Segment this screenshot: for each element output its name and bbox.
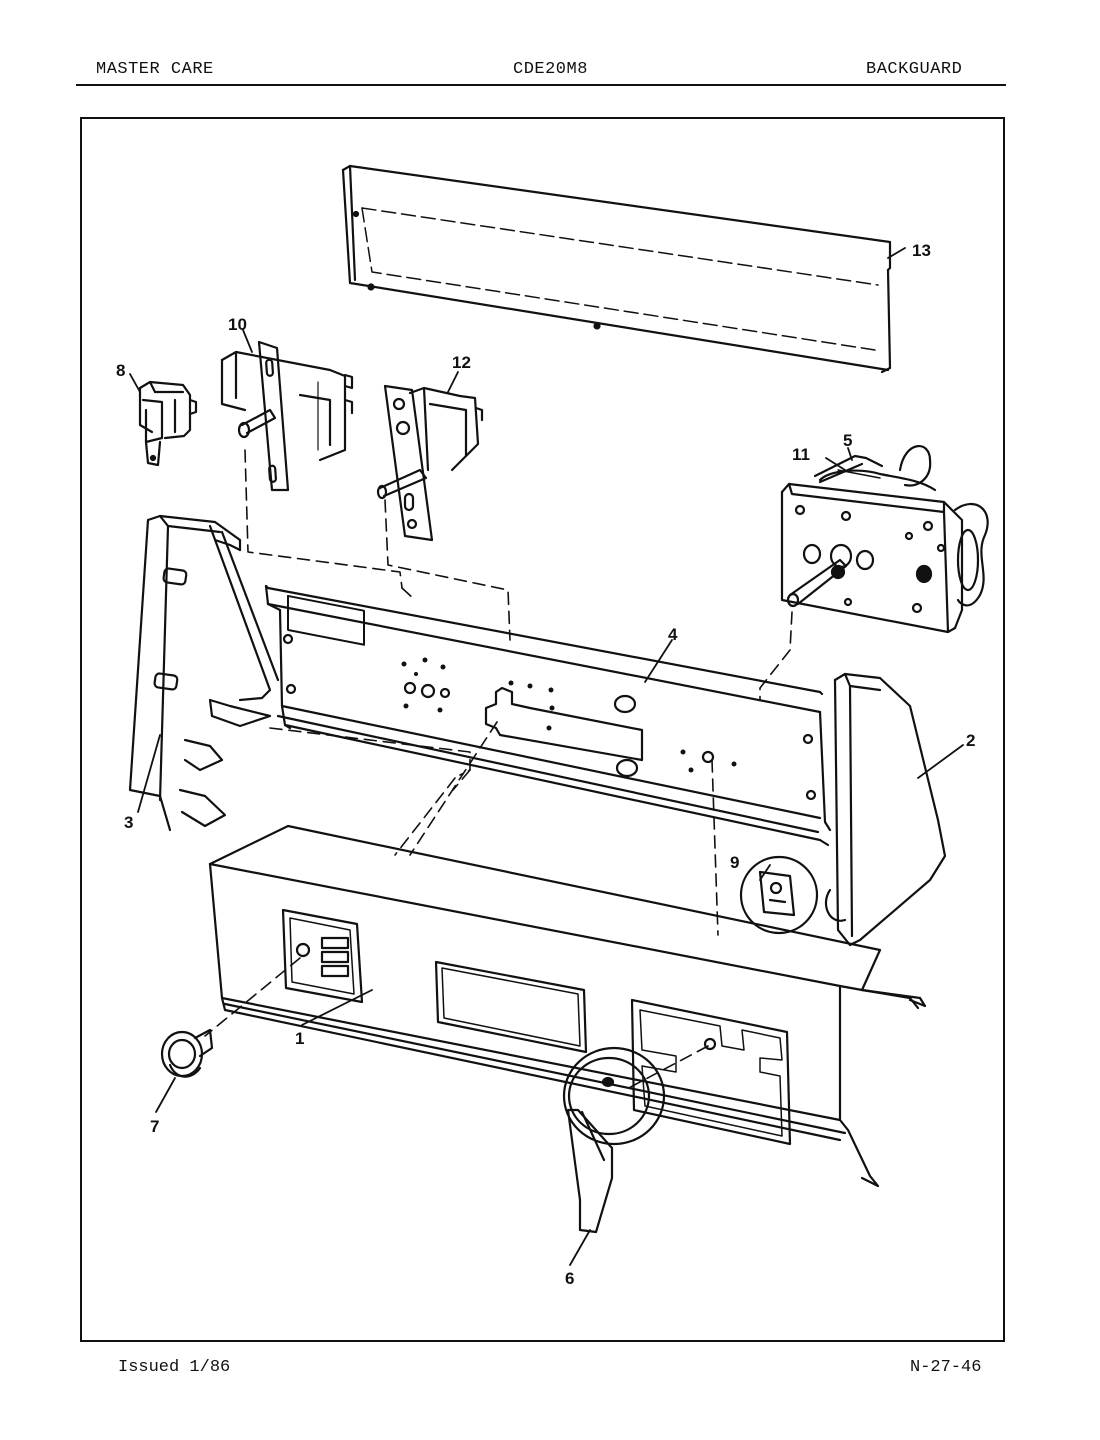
callout-5: 5 — [843, 431, 852, 450]
callout-10: 10 — [228, 315, 247, 334]
part-right-end-cap-2 — [824, 672, 947, 947]
header-section: BACKGUARD — [866, 60, 963, 79]
callout-8: 8 — [116, 361, 125, 380]
header-brand: MASTER CARE — [96, 60, 214, 79]
callout-4: 4 — [668, 625, 678, 644]
callout-13: 13 — [912, 241, 931, 260]
part-front-panel-1 — [208, 824, 927, 1188]
callout-6: 6 — [565, 1269, 574, 1288]
callout-1: 1 — [295, 1029, 304, 1048]
part-selector-switch-10 — [220, 340, 354, 492]
diagram-frame — [80, 117, 1005, 1342]
part-rear-cover — [341, 164, 892, 374]
callout-9: 9 — [730, 853, 739, 872]
part-switch-bracket-12 — [376, 384, 484, 542]
part-timer-5 — [780, 444, 989, 634]
callout-7: 7 — [150, 1117, 159, 1136]
part-push-button-7 — [160, 1028, 214, 1078]
part-clip-9 — [739, 855, 819, 935]
part-switch-8 — [138, 380, 198, 467]
part-left-end-cap-3 — [128, 514, 280, 832]
footer-page-code: N-27-46 — [910, 1358, 982, 1377]
footer-issued: Issued 1/86 — [118, 1358, 231, 1377]
callout-11: 11 — [792, 445, 810, 464]
part-timer-harness-11 — [813, 454, 884, 484]
callout-2: 2 — [966, 731, 975, 750]
callout-12: 12 — [452, 353, 471, 372]
header-rule — [76, 84, 1006, 86]
part-timer-knob-6 — [562, 1046, 666, 1234]
header-model: CDE20M8 — [513, 60, 588, 79]
part-control-bracket-4 — [264, 584, 832, 847]
callout-3: 3 — [124, 813, 133, 832]
